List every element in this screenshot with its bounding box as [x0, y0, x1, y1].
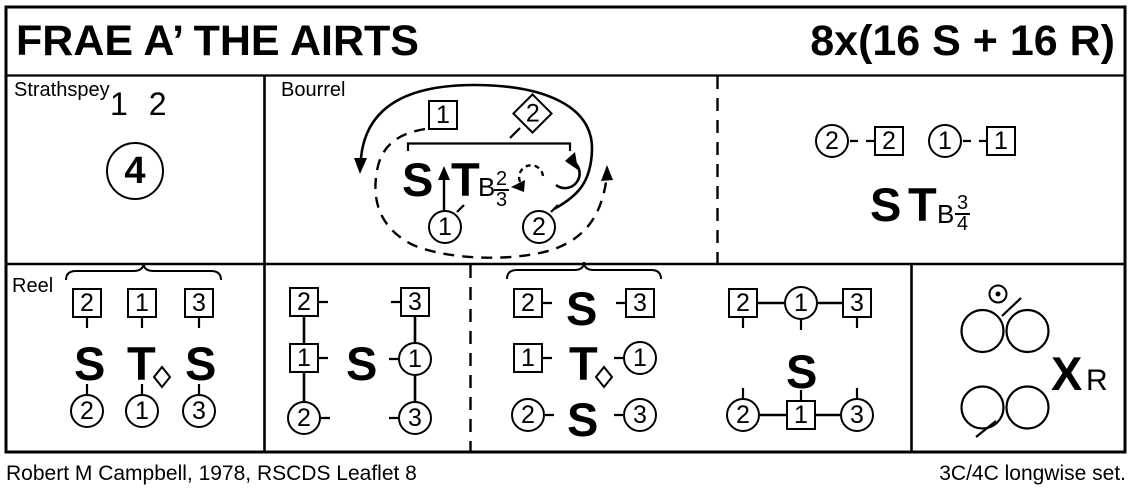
diamond-tick [509, 127, 521, 139]
man-3-square: 3 [184, 288, 214, 318]
woman-1-circle: 1 [784, 286, 818, 320]
cell1-ticks [85, 318, 201, 394]
man-2-square: 2 [289, 287, 319, 317]
cross-letter: X [1051, 347, 1082, 400]
brace-cell1 [65, 262, 222, 281]
turn-arrow-solid-head [565, 152, 578, 170]
man-1-square: 1 [513, 343, 543, 373]
loop-circle [1005, 308, 1050, 354]
fraction-denominator: 4 [957, 213, 969, 235]
turn-letter: T [569, 337, 598, 390]
man-1-square: 1 [986, 126, 1016, 156]
solid-path-arc [359, 83, 594, 211]
woman-2-circle: 2 [287, 401, 321, 435]
man-3-square: 3 [625, 288, 655, 318]
turn-fraction: 2 3 [494, 168, 510, 211]
diamond-number: 2 [525, 99, 540, 127]
woman-1-circle: 1 [623, 341, 657, 375]
man-2-square: 2 [72, 288, 102, 318]
reel-label: Reel [12, 275, 54, 297]
set-letter: S [786, 345, 817, 398]
woman-3-circle: 3 [182, 394, 216, 428]
loop-circle [960, 308, 1005, 354]
woman-2-circle: 2 [511, 398, 545, 432]
start-position-dot-icon [995, 291, 1001, 297]
man-1-square: 1 [786, 400, 816, 430]
woman-2-circle: 2 [815, 124, 849, 158]
set-formation: 3C/4C longwise set. [939, 462, 1126, 485]
bourrel-figure [354, 83, 613, 259]
woman-1-circle: 1 [928, 124, 962, 158]
turn-letter: T [127, 337, 156, 390]
turn-letter: T [908, 178, 937, 231]
dance-title: FRAE A’ THE AIRTS [16, 17, 419, 65]
cell2-connectors [302, 317, 417, 401]
turn-arrow-dashed [517, 164, 545, 186]
fraction-numerator: 2 [494, 168, 510, 191]
man-1-square: 1 [428, 100, 458, 130]
turn-arrow-solid [555, 160, 581, 190]
loop-slash-bottom [975, 420, 997, 438]
set-letter: S [402, 153, 433, 206]
set-letter: S [566, 282, 597, 335]
fraction-numerator: 3 [955, 192, 971, 215]
deviser-credit: Robert M Campbell, 1978, RSCDS Leaflet 8 [6, 462, 417, 485]
woman-1-circle: 1 [428, 210, 462, 244]
bourrel-label: Bourrel [281, 79, 346, 101]
up-arrow-head [438, 166, 450, 180]
join-bracket [406, 142, 572, 151]
dashed-path-arc [374, 127, 608, 259]
set-letter: S [870, 178, 901, 231]
woman-2-circle: 2 [726, 398, 760, 432]
hands-round-circle: 4 [106, 142, 164, 200]
set-letter: S [185, 337, 216, 390]
man-3-square: 3 [842, 288, 872, 318]
woman-3-circle: 3 [623, 398, 657, 432]
woman-1-circle: 1 [125, 394, 159, 428]
man-2-square: 2 [874, 126, 904, 156]
turn-arrow-dashed-head [511, 180, 525, 192]
woman-3-circle: 3 [840, 398, 874, 432]
woman-2-circle: 2 [70, 394, 104, 428]
set-letter: S [567, 393, 598, 446]
both-hands-diamond-icon [152, 365, 172, 389]
outer-frame [4, 5, 1127, 454]
both-hands-subscript: B [937, 199, 955, 229]
reel-loops [960, 284, 1050, 438]
turn-letter: T [451, 153, 480, 206]
cross-right-subscript: R [1086, 364, 1108, 397]
woman-1-circle: 1 [398, 342, 432, 376]
brace-cell3 [506, 261, 662, 280]
man-2-square: 2 [513, 288, 543, 318]
loop-slash-top [1001, 297, 1022, 317]
man-3-square: 3 [400, 287, 430, 317]
dashed-arc-arrowhead [601, 165, 613, 181]
start-position-marker-icon [988, 284, 1008, 304]
set-letter: S [74, 337, 105, 390]
cell3-ticks [543, 301, 625, 417]
solid-arc-arrowhead [354, 158, 367, 174]
man-1-square: 1 [127, 288, 157, 318]
repeat-count: 8x(16 S + 16 R) [810, 17, 1115, 65]
loop-circle [960, 385, 1005, 430]
woman-3-circle: 3 [398, 401, 432, 435]
both-hands-diamond-icon [594, 365, 614, 389]
loop-circle [1005, 385, 1050, 430]
circle1-tick [456, 204, 465, 213]
strathspey-label: Strathspey [14, 79, 110, 101]
man-1-square: 1 [289, 343, 319, 373]
cell4-ticks [741, 318, 859, 400]
woman-2-circle: 2 [522, 210, 556, 244]
cell4-connectors [758, 301, 842, 417]
fraction-denominator: 3 [496, 189, 508, 211]
man-2-square: 2 [728, 288, 758, 318]
cell2-ticks [319, 300, 400, 420]
couples-numbers: 1 2 [110, 86, 173, 122]
set-letter: S [346, 337, 377, 390]
both-hands-subscript: B [478, 172, 496, 202]
turn-fraction: 3 4 [955, 192, 971, 235]
